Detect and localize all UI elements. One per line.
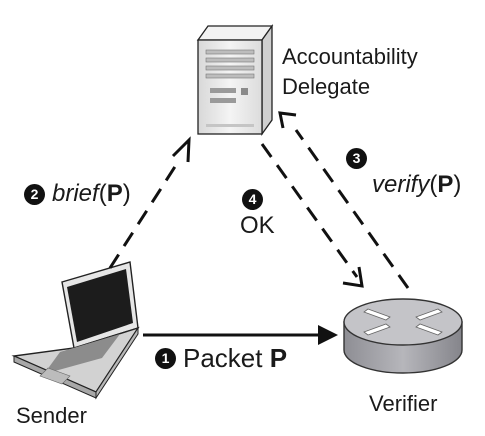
step-2-number: 2 (24, 183, 45, 205)
step-1-arg: P (269, 343, 288, 373)
verify-arrow (278, 111, 410, 289)
router-icon (343, 298, 463, 374)
ok-arrow (260, 143, 364, 288)
step-3-arg: P (437, 171, 454, 198)
step-3-name: verify (372, 171, 430, 198)
step-4-number: 4 (242, 189, 263, 210)
step-3-close: ) (453, 171, 462, 198)
laptop-icon (11, 261, 140, 400)
delegate-label: Accountability Delegate (282, 42, 418, 102)
step-2-close: ) (122, 180, 131, 207)
step-4-name: OK (240, 212, 275, 239)
step-1-number: 1 (155, 347, 176, 369)
step-3-text: verify(P) (372, 171, 461, 199)
delegate-label-line2: Delegate (282, 74, 371, 99)
step-3-open: ( (429, 171, 438, 198)
step-1-label: 1 Packet P (155, 344, 287, 372)
verifier-label: Verifier (369, 391, 438, 416)
step-4-label: 4 OK (240, 189, 275, 240)
step-2-label: 2 brief(P) (24, 180, 131, 208)
step-2-arg: P (106, 180, 123, 207)
step-2-name: brief (52, 180, 99, 207)
packet-arrow (143, 325, 338, 345)
sender-label: Sender (16, 403, 87, 428)
step-2-open: ( (98, 180, 107, 207)
brief-arrow (108, 136, 191, 269)
step-1-name: Packet (183, 343, 263, 373)
server-tower-icon (196, 23, 274, 137)
step-3-label: 3 verify(P) (346, 148, 461, 199)
delegate-label-line1: Accountability (282, 44, 418, 69)
step-3-number: 3 (346, 148, 367, 169)
